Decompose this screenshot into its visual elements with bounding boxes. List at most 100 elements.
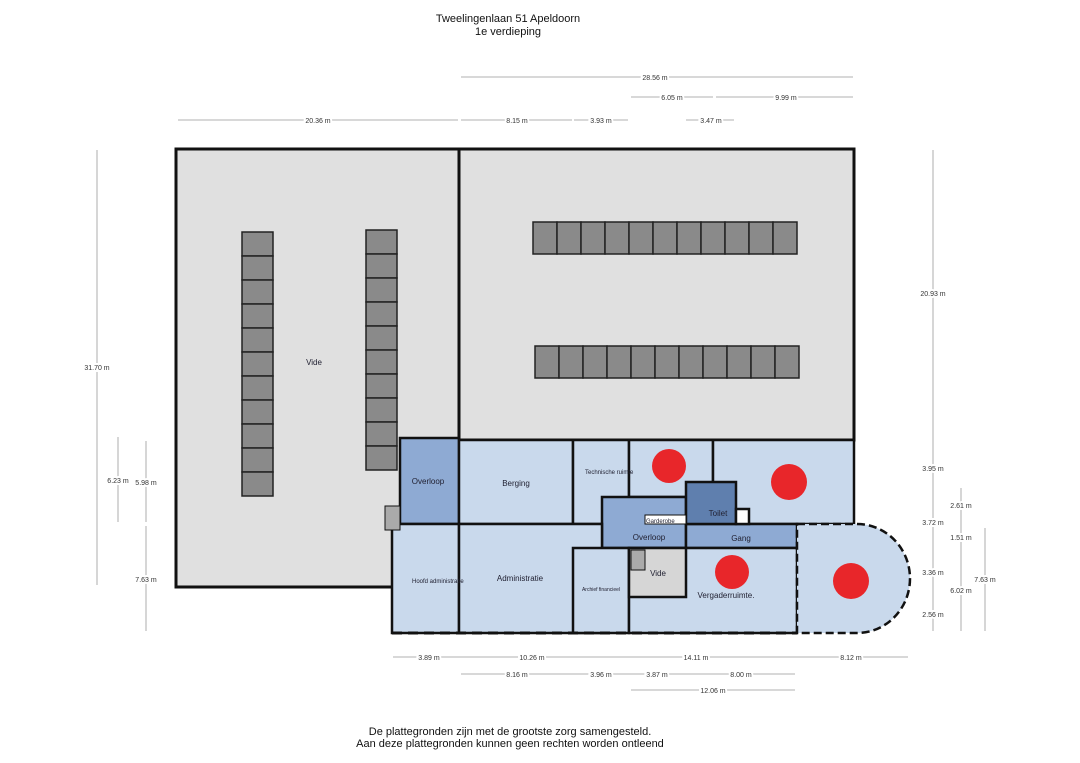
room-label-archief: Archief financieel bbox=[582, 587, 620, 593]
storage-rack bbox=[532, 221, 558, 255]
storage-rack bbox=[365, 229, 398, 255]
storage-rack bbox=[750, 345, 776, 379]
dim-top-total: 28.56 m bbox=[642, 75, 667, 82]
storage-rack bbox=[580, 221, 606, 255]
room-label-administratie: Administratie bbox=[497, 574, 544, 583]
dim-right-f: 2.61 m bbox=[950, 503, 972, 510]
dim-bottom-e: 8.16 m bbox=[506, 672, 528, 679]
room-label-gang: Gang bbox=[731, 534, 751, 543]
stair-small bbox=[630, 549, 646, 571]
storage-rack bbox=[774, 345, 800, 379]
red-marker bbox=[833, 563, 869, 599]
storage-rack bbox=[748, 221, 774, 255]
storage-rack bbox=[365, 301, 398, 327]
storage-rack bbox=[702, 345, 728, 379]
storage-rack bbox=[241, 255, 274, 281]
disclaimer-line-2: Aan deze plattegronden kunnen geen recht… bbox=[356, 738, 664, 750]
dim-bottom-i: 12.06 m bbox=[700, 688, 725, 695]
dim-left-c: 7.63 m bbox=[135, 577, 157, 584]
storage-rack bbox=[654, 345, 680, 379]
storage-rack bbox=[241, 375, 274, 401]
racks bbox=[241, 221, 800, 497]
dim-top-f: 3.47 m bbox=[700, 118, 722, 125]
dim-right-a: 20.93 m bbox=[920, 291, 945, 298]
dim-bottom-b: 10.26 m bbox=[519, 655, 544, 662]
storage-rack bbox=[241, 231, 274, 257]
dim-top-d: 8.15 m bbox=[506, 118, 528, 125]
storage-rack bbox=[582, 345, 608, 379]
storage-rack bbox=[652, 221, 678, 255]
dim-top-e: 3.93 m bbox=[590, 118, 612, 125]
room-label-toilet: Toilet bbox=[709, 509, 728, 518]
room-overloop-1 bbox=[398, 436, 461, 526]
dim-top-a: 6.05 m bbox=[661, 95, 683, 102]
storage-rack bbox=[606, 345, 632, 379]
markers bbox=[652, 449, 869, 599]
dim-right-g: 1.51 m bbox=[950, 535, 972, 542]
storage-rack bbox=[700, 221, 726, 255]
storage-rack bbox=[241, 447, 274, 473]
room-label-vide-small: Vide bbox=[650, 569, 666, 578]
storage-rack bbox=[558, 345, 584, 379]
storage-rack bbox=[365, 325, 398, 351]
garderobe-box bbox=[644, 514, 687, 525]
dim-right-i: 7.63 m bbox=[974, 577, 996, 584]
storage-rack bbox=[365, 373, 398, 399]
vide-hall-right bbox=[457, 147, 856, 442]
storage-rack bbox=[724, 221, 750, 255]
storage-rack bbox=[365, 445, 398, 471]
dim-bottom-f: 3.96 m bbox=[590, 672, 612, 679]
room-label-technische: Technische ruimte bbox=[585, 470, 634, 476]
dim-bottom-d: 8.12 m bbox=[840, 655, 862, 662]
dim-left-a: 6.23 m bbox=[107, 478, 129, 485]
room-label-berging: Berging bbox=[502, 479, 530, 488]
dimension-lines bbox=[96, 76, 986, 691]
dim-top-c: 20.36 m bbox=[305, 118, 330, 125]
dim-top-b: 9.99 m bbox=[775, 95, 797, 102]
storage-rack bbox=[365, 253, 398, 279]
room-label-vide-large: Vide bbox=[306, 358, 322, 367]
storage-rack bbox=[628, 221, 654, 255]
storage-rack bbox=[365, 421, 398, 447]
storage-rack bbox=[534, 345, 560, 379]
red-marker bbox=[771, 464, 807, 500]
red-marker bbox=[715, 555, 749, 589]
red-marker bbox=[652, 449, 686, 483]
dim-bottom-c: 14.11 m bbox=[684, 655, 709, 662]
shaft bbox=[734, 507, 751, 526]
dim-bottom-h: 8.00 m bbox=[730, 672, 752, 679]
dim-right-c: 3.72 m bbox=[922, 520, 944, 527]
room-archief bbox=[571, 546, 631, 635]
dim-right-e: 2.56 m bbox=[922, 612, 944, 619]
storage-rack bbox=[365, 349, 398, 375]
dim-bottom-g: 3.87 m bbox=[646, 672, 668, 679]
room-label-hoofd-administratie: Hoofd administratie bbox=[412, 579, 464, 585]
room-label-vergaderruimte: Vergaderruimte. bbox=[698, 591, 755, 600]
room-label-overloop-2: Overloop bbox=[633, 533, 666, 542]
room-label-garderobe: Garderobe bbox=[646, 519, 675, 525]
room-label-overloop-1: Overloop bbox=[412, 477, 445, 486]
storage-rack bbox=[241, 303, 274, 329]
stair bbox=[384, 505, 401, 531]
dim-right-h: 6.02 m bbox=[950, 588, 972, 595]
storage-rack bbox=[241, 351, 274, 377]
dim-left-b: 5.98 m bbox=[135, 480, 157, 487]
storage-rack bbox=[726, 345, 752, 379]
room-berging bbox=[457, 438, 575, 526]
plan-subtitle: 1e verdieping bbox=[475, 26, 541, 38]
dim-bottom-a: 3.89 m bbox=[418, 655, 440, 662]
storage-rack bbox=[676, 221, 702, 255]
storage-rack bbox=[772, 221, 798, 255]
room-hoofd-administratie bbox=[390, 522, 461, 635]
storage-rack bbox=[241, 327, 274, 353]
storage-rack bbox=[241, 279, 274, 305]
dim-right-b: 3.95 m bbox=[922, 466, 944, 473]
disclaimer-line-1: De plattegronden zijn met de grootste zo… bbox=[369, 726, 652, 738]
storage-rack bbox=[604, 221, 630, 255]
dim-right-d: 3.36 m bbox=[922, 570, 944, 577]
storage-rack bbox=[630, 345, 656, 379]
storage-rack bbox=[241, 399, 274, 425]
storage-rack bbox=[241, 471, 274, 497]
plan-title: Tweelingenlaan 51 Apeldoorn bbox=[436, 13, 580, 25]
